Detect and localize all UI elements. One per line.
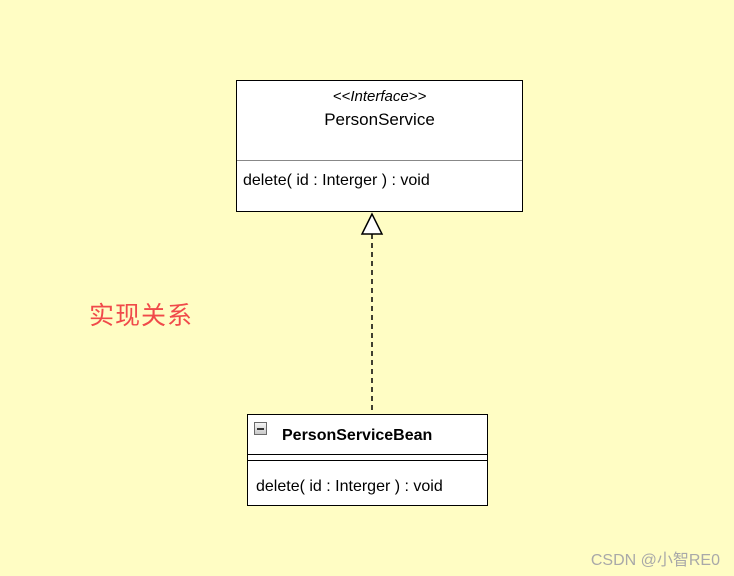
- collapse-icon[interactable]: [254, 422, 267, 435]
- class-header: PersonServiceBean: [248, 415, 487, 454]
- realization-arrowhead: [360, 212, 384, 235]
- class-name: PersonServiceBean: [282, 427, 433, 444]
- interface-name: PersonService: [324, 110, 435, 129]
- class-operation: delete( id : Interger ) : void: [256, 478, 443, 495]
- relation-label: 实现关系: [89, 302, 194, 330]
- attribute-compartment-top: [248, 454, 487, 455]
- class-box[interactable]: PersonServiceBean delete( id : Interger …: [247, 414, 488, 506]
- watermark: CSDN @小智RE0: [590, 552, 720, 569]
- interface-header: <<Interface>> PersonService: [237, 81, 522, 161]
- interface-operation: delete( id : Interger ) : void: [243, 172, 430, 189]
- interface-stereotype: <<Interface>>: [332, 88, 427, 105]
- attribute-compartment-bottom: [248, 460, 487, 461]
- interface-box[interactable]: <<Interface>> PersonService delete( id :…: [236, 80, 523, 212]
